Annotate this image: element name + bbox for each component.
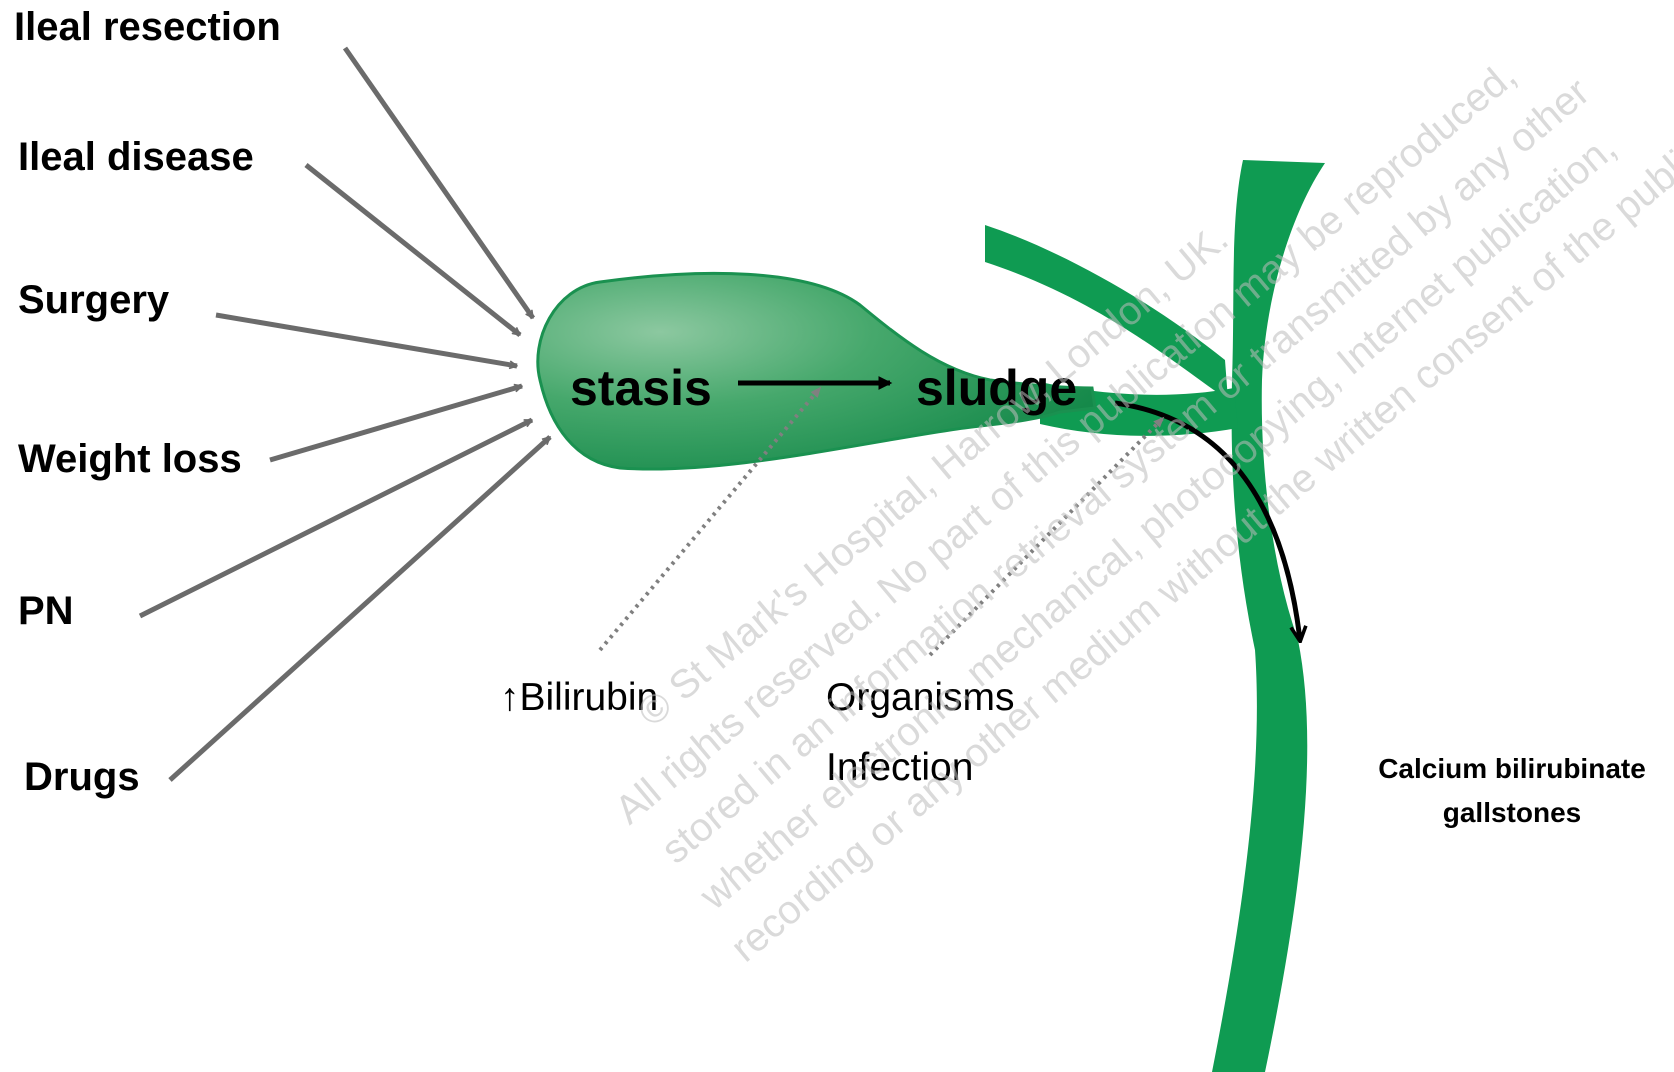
cause-label-surgery: Surgery: [18, 278, 170, 322]
outcome-line-1: Calcium bilirubinate: [1378, 753, 1646, 784]
cause-arrow-surgery: [216, 315, 517, 366]
cause-labels: Ileal resection Ileal disease Surgery We…: [14, 5, 281, 799]
watermark-line-3: stored in an information retrieval syste…: [653, 70, 1598, 873]
up-arrow-icon: ↑: [500, 676, 520, 719]
cause-label-ileal-resection: Ileal resection: [14, 5, 281, 49]
cause-arrow-ileal-resection: [345, 48, 533, 318]
cause-label-pn: PN: [18, 589, 74, 633]
cause-label-weight-loss: Weight loss: [18, 437, 242, 481]
stasis-label: stasis: [570, 360, 712, 416]
cause-arrow-drugs: [170, 437, 550, 780]
cause-label-ileal-disease: Ileal disease: [18, 135, 254, 179]
cause-label-drugs: Drugs: [24, 755, 140, 799]
outcome-line-2: gallstones: [1443, 797, 1581, 828]
cause-arrow-weight-loss: [270, 386, 522, 460]
